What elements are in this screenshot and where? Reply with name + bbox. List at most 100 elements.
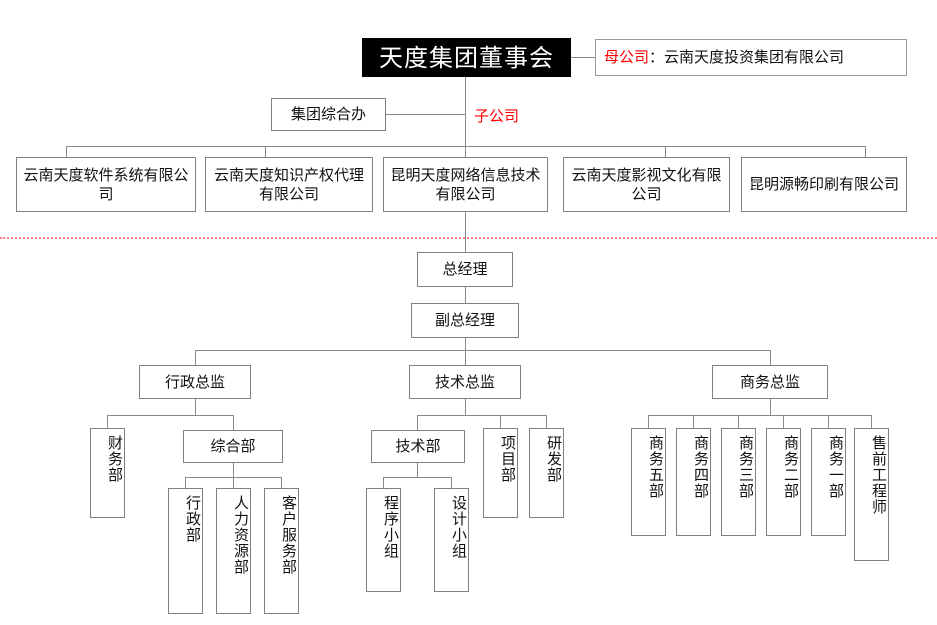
drop-admin-dept bbox=[185, 477, 186, 488]
program-group-label: 程序小组 bbox=[382, 495, 400, 559]
connector-tech-director-down bbox=[465, 399, 466, 415]
tech-branch-bus bbox=[417, 415, 546, 416]
drop-finance bbox=[107, 415, 108, 428]
drop-director-3 bbox=[770, 350, 771, 365]
drop-business-unit-3 bbox=[738, 415, 739, 428]
finance-dept-label: 财务部 bbox=[106, 435, 124, 483]
general-affairs-label: 综合部 bbox=[210, 437, 256, 456]
drop-tech-dept bbox=[417, 415, 418, 430]
subsidiary-box-3: 昆明天度网络信息技术有限公司 bbox=[383, 157, 548, 212]
connector-dgm-to-director-bus bbox=[465, 338, 466, 350]
deputy-general-manager-box: 副总经理 bbox=[411, 303, 519, 338]
drop-subsidiary-4 bbox=[665, 146, 666, 157]
business-branch-bus bbox=[648, 415, 871, 416]
business-unit-box-2: 商务二部 bbox=[766, 428, 801, 536]
group-office-box: 集团综合办 bbox=[271, 98, 386, 131]
root-board-box: 天度集团董事会 bbox=[362, 38, 571, 77]
subsidiary-box-1: 云南天度软件系统有限公司 bbox=[16, 157, 196, 212]
parent-company-separator: ： bbox=[649, 48, 665, 67]
root-board-label: 天度集团董事会 bbox=[379, 43, 554, 72]
connector-admin-director-down bbox=[195, 399, 196, 415]
presales-engineer-label: 售前工程师 bbox=[870, 435, 888, 515]
parent-company-name: 云南天度投资集团有限公司 bbox=[664, 48, 845, 67]
drop-business-unit-5 bbox=[828, 415, 829, 428]
business-unit-label-4: 商务四部 bbox=[692, 435, 710, 499]
design-group-label: 设计小组 bbox=[450, 495, 468, 559]
project-dept-label: 项目部 bbox=[499, 435, 517, 483]
program-group-box: 程序小组 bbox=[366, 488, 401, 592]
subsidiary-tag-label: 子公司 bbox=[474, 107, 520, 125]
drop-director-2 bbox=[465, 350, 466, 365]
design-group-box: 设计小组 bbox=[434, 488, 469, 592]
business-unit-label-1: 商务一部 bbox=[827, 435, 845, 499]
subsidiary-box-2: 云南天度知识产权代理有限公司 bbox=[205, 157, 373, 212]
drop-project-dept bbox=[500, 415, 501, 428]
director-label-admin: 行政总监 bbox=[164, 372, 225, 391]
subsidiary-label-2: 云南天度知识产权代理有限公司 bbox=[213, 165, 364, 203]
drop-design-group bbox=[451, 477, 452, 488]
business-unit-box-1: 商务一部 bbox=[811, 428, 846, 536]
admin-dept-box: 行政部 bbox=[168, 488, 203, 614]
drop-business-unit-2 bbox=[693, 415, 694, 428]
subsidiary-box-4: 云南天度影视文化有限公司 bbox=[563, 157, 730, 212]
rd-dept-label: 研发部 bbox=[545, 435, 563, 483]
connector-office-to-spine bbox=[386, 114, 465, 115]
director-box-admin: 行政总监 bbox=[139, 365, 251, 399]
project-dept-box: 项目部 bbox=[483, 428, 518, 518]
business-unit-label-5: 商务五部 bbox=[647, 435, 665, 499]
rd-dept-box: 研发部 bbox=[529, 428, 564, 518]
section-divider bbox=[0, 237, 937, 239]
tech-dept-box: 技术部 bbox=[371, 430, 465, 463]
drop-program-group bbox=[383, 477, 384, 488]
drop-business-unit-1 bbox=[648, 415, 649, 428]
general-manager-box: 总经理 bbox=[417, 252, 513, 287]
drop-subsidiary-5 bbox=[865, 146, 866, 157]
director-box-tech: 技术总监 bbox=[409, 365, 521, 399]
business-unit-box-5: 商务五部 bbox=[631, 428, 666, 536]
drop-presales-engineer bbox=[871, 415, 872, 428]
hr-dept-box: 人力资源部 bbox=[216, 488, 251, 614]
business-unit-label-2: 商务二部 bbox=[782, 435, 800, 499]
hr-dept-label: 人力资源部 bbox=[232, 495, 250, 575]
business-unit-box-4: 商务四部 bbox=[676, 428, 711, 536]
general-affairs-box: 综合部 bbox=[183, 430, 283, 463]
drop-hr-dept bbox=[233, 477, 234, 488]
general-manager-label: 总经理 bbox=[442, 260, 488, 279]
director-label-tech: 技术总监 bbox=[434, 372, 495, 391]
connector-subsidiary-to-gm bbox=[465, 212, 466, 252]
parent-company-note-box: 母公司：云南天度投资集团有限公司 bbox=[595, 39, 907, 76]
parent-company-tag: 母公司 bbox=[604, 48, 650, 67]
drop-business-unit-4 bbox=[783, 415, 784, 428]
drop-director-1 bbox=[195, 350, 196, 365]
drop-general-affairs bbox=[233, 415, 234, 430]
drop-customer-service-dept bbox=[281, 477, 282, 488]
subsidiary-label-3: 昆明天度网络信息技术有限公司 bbox=[390, 165, 541, 203]
connector-tech-dept-down bbox=[417, 463, 418, 477]
business-unit-box-3: 商务三部 bbox=[721, 428, 756, 536]
customer-service-dept-label: 客户服务部 bbox=[280, 495, 298, 575]
connector-gm-to-dgm bbox=[465, 287, 466, 303]
subsidiary-label-1: 云南天度软件系统有限公司 bbox=[23, 165, 189, 203]
finance-dept-box: 财务部 bbox=[90, 428, 125, 518]
business-unit-label-3: 商务三部 bbox=[737, 435, 755, 499]
connector-root-spine bbox=[465, 77, 466, 146]
customer-service-dept-box: 客户服务部 bbox=[264, 488, 299, 614]
director-box-business: 商务总监 bbox=[712, 365, 828, 399]
tech-dept-label: 技术部 bbox=[395, 437, 441, 456]
drop-subsidiary-3 bbox=[465, 146, 466, 157]
admin-dept-label: 行政部 bbox=[184, 495, 202, 543]
subsidiary-label-5: 昆明源畅印刷有限公司 bbox=[748, 175, 899, 194]
drop-subsidiary-1 bbox=[66, 146, 67, 157]
connector-root-to-parent-note bbox=[571, 57, 595, 58]
subsidiary-label-4: 云南天度影视文化有限公司 bbox=[571, 165, 722, 203]
drop-subsidiary-2 bbox=[265, 146, 266, 157]
director-bus-line bbox=[195, 350, 770, 351]
subsidiary-box-5: 昆明源畅印刷有限公司 bbox=[741, 157, 907, 212]
presales-engineer-box: 售前工程师 bbox=[854, 428, 889, 561]
tech-dept-children-bus bbox=[383, 477, 451, 478]
connector-general-affairs-down bbox=[233, 463, 234, 477]
admin-branch-bus bbox=[107, 415, 233, 416]
drop-rd-dept bbox=[546, 415, 547, 428]
deputy-general-manager-label: 副总经理 bbox=[434, 311, 495, 330]
